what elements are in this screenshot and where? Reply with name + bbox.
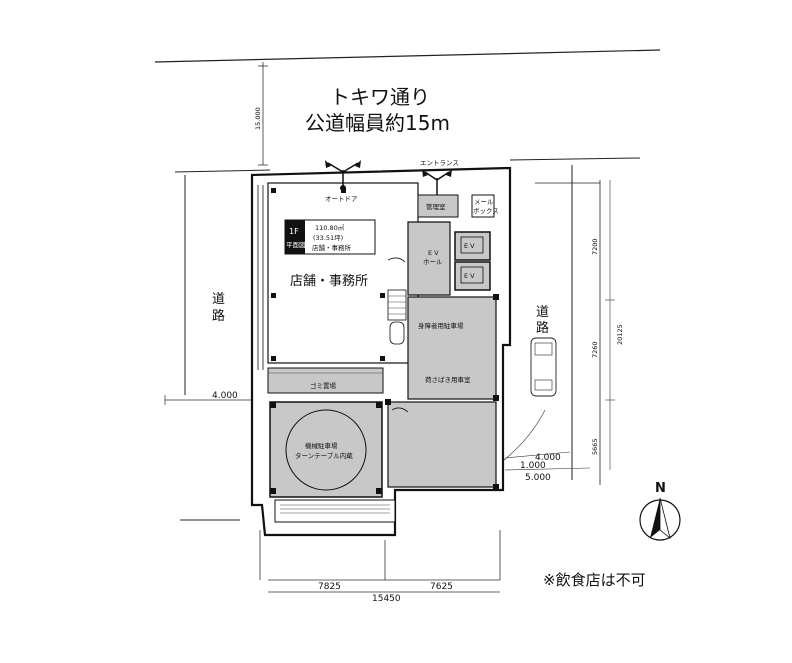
street-offset-dim: 15.000 <box>254 107 262 130</box>
street-name: トキワ通り <box>330 85 430 109</box>
mech-parking-label-1: 機械駐車場 <box>305 441 338 450</box>
right-dim-total: 20125 <box>616 324 624 345</box>
north-compass <box>639 497 681 541</box>
west-road-label-1: 道 <box>212 292 225 307</box>
ev1-label: E V <box>464 242 475 250</box>
store-office-room-label: 店舗・事務所 <box>290 274 368 289</box>
mailbox-label-1: メール <box>474 198 494 206</box>
mailbox-label-2: ボックス <box>473 207 499 215</box>
setback-dim-2: 1.000 <box>520 461 546 471</box>
east-road-label-2: 路 <box>536 320 549 336</box>
restaurant-not-allowed-note: ※飲食店は不可 <box>543 571 646 589</box>
ev-hall-label-1: E V <box>428 249 439 257</box>
auto-door-arrow <box>325 160 361 193</box>
bottom-dim-right: 7625 <box>430 582 453 592</box>
ev-hall-label-2: ホール <box>423 258 443 266</box>
east-road-label-1: 道 <box>536 305 549 320</box>
floor-usage: 店舗・事務所 <box>312 243 352 252</box>
floor-area-m2: 110.80㎡ <box>315 223 345 232</box>
mech-parking-label-2: ターンテーブル内蔵 <box>295 451 353 460</box>
entrance-arrow <box>422 169 452 195</box>
auto-door-label: オートドア <box>325 195 358 203</box>
west-road-label-2: 路 <box>212 308 225 324</box>
garbage-label: ゴミ置場 <box>310 381 337 390</box>
right-dim-c: 5665 <box>591 438 599 455</box>
setback-dim-3: 5.000 <box>525 473 551 483</box>
bottom-dim-left: 7825 <box>318 582 341 592</box>
bottom-dim-total: 15450 <box>372 594 401 604</box>
compass-n-label: N <box>655 481 666 496</box>
entrance-label: エントランス <box>420 159 459 167</box>
management-room-label: 管理室 <box>426 202 446 211</box>
floor-info-box: 1F 平面図 110.80㎡ (33.51坪) 店舗・事務所 <box>284 219 376 255</box>
plan-label: 平面図 <box>286 241 306 249</box>
right-dim-b: 7260 <box>591 341 599 358</box>
street-width-note: 公道幅員約15m <box>305 111 450 135</box>
floor-area-tsubo: (33.51坪) <box>313 234 343 242</box>
right-dim-a: 7200 <box>591 238 599 255</box>
ev2-label: E V <box>464 272 475 280</box>
floor-label: 1F <box>289 227 299 236</box>
loading-space-label: 荷さばき用車室 <box>425 375 471 384</box>
disabled-parking-label: 身障者用駐車場 <box>418 321 464 330</box>
west-road-offset-dim: 4.000 <box>212 391 238 401</box>
setback-dim-1: 4.000 <box>535 453 561 463</box>
